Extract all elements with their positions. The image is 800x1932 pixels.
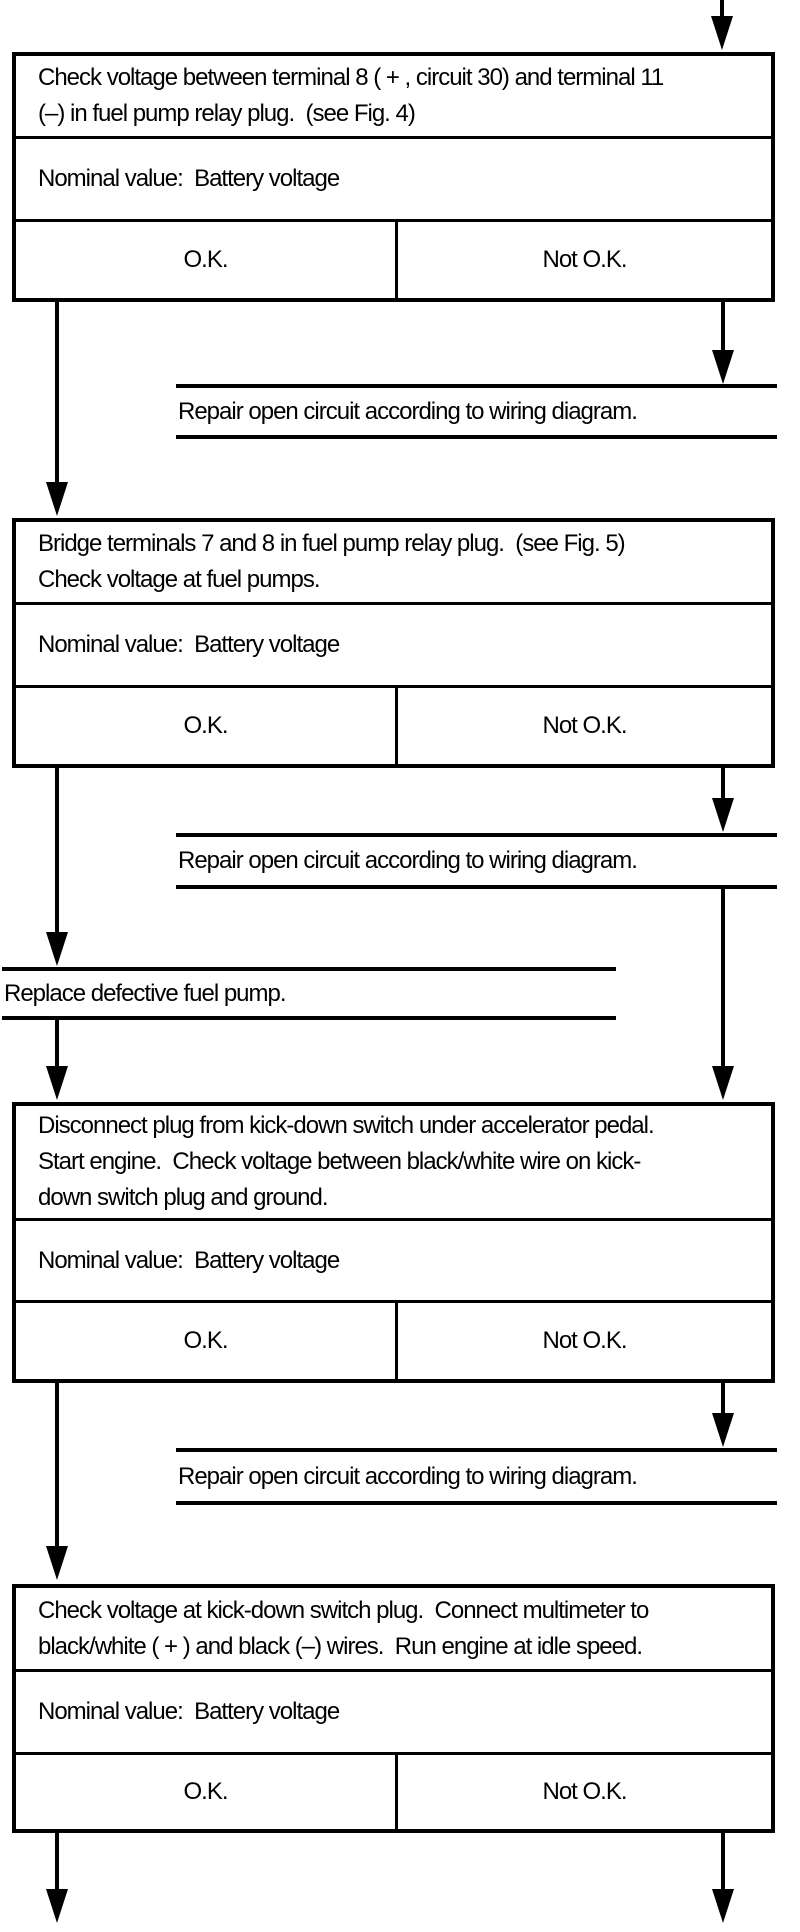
step-4-instruction: Check voltage at kick-down switch plug. … bbox=[16, 1588, 771, 1672]
step-3-nominal-value: Nominal value: Battery voltage bbox=[16, 1221, 771, 1303]
step-2-nominal-value: Nominal value: Battery voltage bbox=[16, 605, 771, 688]
replace-pump-note: Replace defective fuel pump. bbox=[2, 967, 616, 1020]
repair-note-2: Repair open circuit according to wiring … bbox=[176, 833, 777, 889]
flow-line-step4-ok bbox=[55, 1833, 59, 1892]
step-1-not-ok-cell: Not O.K. bbox=[542, 246, 627, 273]
step-4-nominal-value: Nominal value: Battery voltage bbox=[16, 1672, 771, 1755]
flow-line-entry bbox=[720, 0, 724, 28]
step-3-instruction: Disconnect plug from kick-down switch un… bbox=[16, 1106, 771, 1221]
flow-line-step1-not-ok bbox=[721, 302, 725, 356]
flow-line-step2-ok bbox=[55, 768, 59, 936]
step-4-results-row: O.K. Not O.K. bbox=[16, 1755, 771, 1829]
step-box-3: Disconnect plug from kick-down switch un… bbox=[12, 1102, 775, 1383]
arrow-head-replace-to-step3-icon bbox=[46, 1066, 68, 1100]
step-3-results-row: O.K. Not O.K. bbox=[16, 1303, 771, 1379]
step-4-not-ok-cell: Not O.K. bbox=[542, 1778, 627, 1805]
arrow-head-step2-ok-icon bbox=[46, 932, 68, 966]
arrow-head-step2-not-ok-icon bbox=[712, 798, 734, 832]
arrow-head-step3-ok-icon bbox=[46, 1546, 68, 1580]
step-box-2: Bridge terminals 7 and 8 in fuel pump re… bbox=[12, 518, 775, 768]
flow-line-step3-ok bbox=[55, 1383, 59, 1549]
step-2-ok-cell: O.K. bbox=[16, 688, 398, 764]
step-box-4: Check voltage at kick-down switch plug. … bbox=[12, 1584, 775, 1833]
step-1-ok-cell: O.K. bbox=[16, 222, 398, 298]
flow-line-step3-not-ok bbox=[721, 1383, 725, 1416]
repair-note-1: Repair open circuit according to wiring … bbox=[176, 384, 777, 439]
arrow-head-entry-icon bbox=[711, 16, 733, 50]
step-4-ok-cell: O.K. bbox=[16, 1755, 398, 1829]
step-2-not-ok-cell: Not O.K. bbox=[542, 712, 627, 739]
step-3-not-ok-cell: Not O.K. bbox=[542, 1327, 627, 1354]
arrow-head-step1-ok-icon bbox=[46, 482, 68, 516]
step-box-1: Check voltage between terminal 8 ( + , c… bbox=[12, 52, 775, 302]
arrow-head-step1-not-ok-icon bbox=[712, 350, 734, 384]
repair-note-3: Repair open circuit according to wiring … bbox=[176, 1448, 777, 1505]
step-2-instruction: Bridge terminals 7 and 8 in fuel pump re… bbox=[16, 522, 771, 605]
step-1-results-row: O.K. Not O.K. bbox=[16, 222, 771, 298]
arrow-head-step4-ok-icon bbox=[46, 1889, 68, 1923]
step-1-instruction: Check voltage between terminal 8 ( + , c… bbox=[16, 56, 771, 139]
flow-line-step2-not-ok bbox=[721, 768, 725, 806]
flow-line-step4-not-ok bbox=[721, 1833, 725, 1892]
arrow-head-step4-not-ok-icon bbox=[712, 1889, 734, 1923]
step-1-nominal-value: Nominal value: Battery voltage bbox=[16, 139, 771, 222]
arrow-head-repair2-to-step3-icon bbox=[712, 1066, 734, 1100]
step-3-ok-cell: O.K. bbox=[16, 1303, 398, 1379]
flow-line-step1-ok bbox=[55, 302, 59, 486]
flow-line-repair2-continue bbox=[721, 885, 725, 1068]
arrow-head-step3-not-ok-icon bbox=[712, 1413, 734, 1447]
flow-line-replace-continue bbox=[55, 1020, 59, 1068]
step-2-results-row: O.K. Not O.K. bbox=[16, 688, 771, 764]
